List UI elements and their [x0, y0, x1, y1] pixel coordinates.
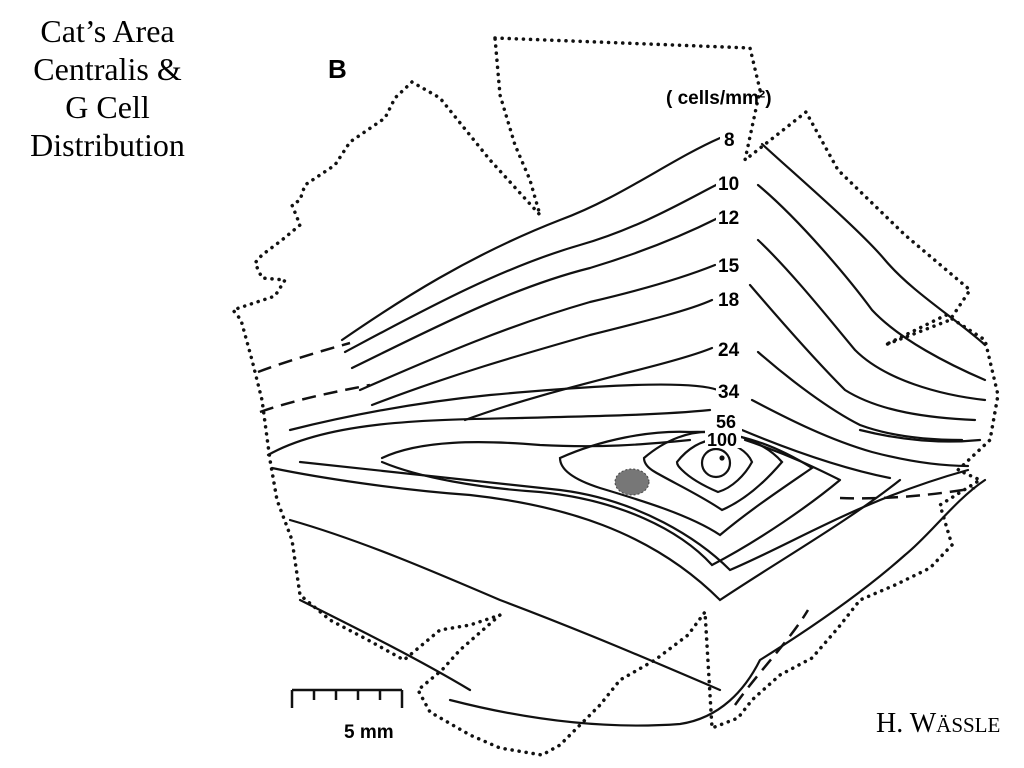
contour-peripheral-lower-2: [298, 598, 472, 692]
optic-disc: [614, 468, 650, 496]
contour-line-18: [370, 283, 977, 422]
contour-line-56: [266, 408, 902, 602]
contour-line-15: [358, 238, 987, 402]
contour-label-100: 100: [707, 430, 737, 450]
credit-first: H. W: [876, 708, 937, 739]
scale-bar: [290, 688, 404, 708]
contour-peripheral-right: [858, 428, 982, 443]
dashed-boundaries: [257, 341, 976, 706]
contour-line-8: [340, 136, 722, 342]
contour-peripheral-lower-1: [288, 518, 722, 692]
contour-line-inner-4: [700, 447, 732, 479]
contour-line-inner-1: [558, 430, 815, 537]
title-line-3: G Cell: [65, 89, 150, 125]
credit-rest: ÄSSLE: [936, 713, 1001, 737]
panel-label: B: [328, 54, 347, 84]
contour-line-12: [350, 183, 987, 382]
title-line-1: Cat’s Area: [40, 13, 175, 49]
contour-label-12: 12: [718, 208, 739, 229]
contour-label-56: 56: [716, 412, 736, 432]
title-line-2: Centralis &: [33, 51, 182, 87]
contour-label-8: 8: [724, 130, 735, 151]
dashed-boundary-left-1: [257, 341, 351, 374]
dashed-boundary-bottom: [733, 609, 810, 706]
contour-lines: [266, 136, 987, 727]
peak-density-dot: [719, 455, 725, 461]
contour-label-24: 24: [718, 340, 740, 361]
contour-line-100-outer: [380, 438, 842, 567]
contour-peripheral-lower-3: [448, 478, 987, 727]
dashed-boundary-right: [839, 486, 976, 500]
units-label: ( cells/mm²): [666, 88, 772, 109]
contour-labels: 8 10 12 15 18 24 34 56 100: [705, 128, 746, 450]
retina-outline: [230, 36, 1000, 757]
contour-line-10: [343, 142, 987, 354]
contour-label-34: 34: [718, 382, 740, 403]
contour-label-15: 15: [718, 256, 740, 277]
scale-bar-label: 5 mm: [344, 722, 394, 743]
contour-label-10: 10: [718, 174, 739, 195]
dashed-boundary-left-2: [259, 383, 371, 414]
contour-label-18: 18: [718, 290, 739, 311]
author-credit: H. WÄSSLE: [876, 708, 1000, 740]
title-line-4: Distribution: [30, 127, 185, 163]
contour-line-24: [463, 346, 964, 442]
slide-title: Cat’s Area Centralis & G Cell Distributi…: [0, 12, 215, 164]
